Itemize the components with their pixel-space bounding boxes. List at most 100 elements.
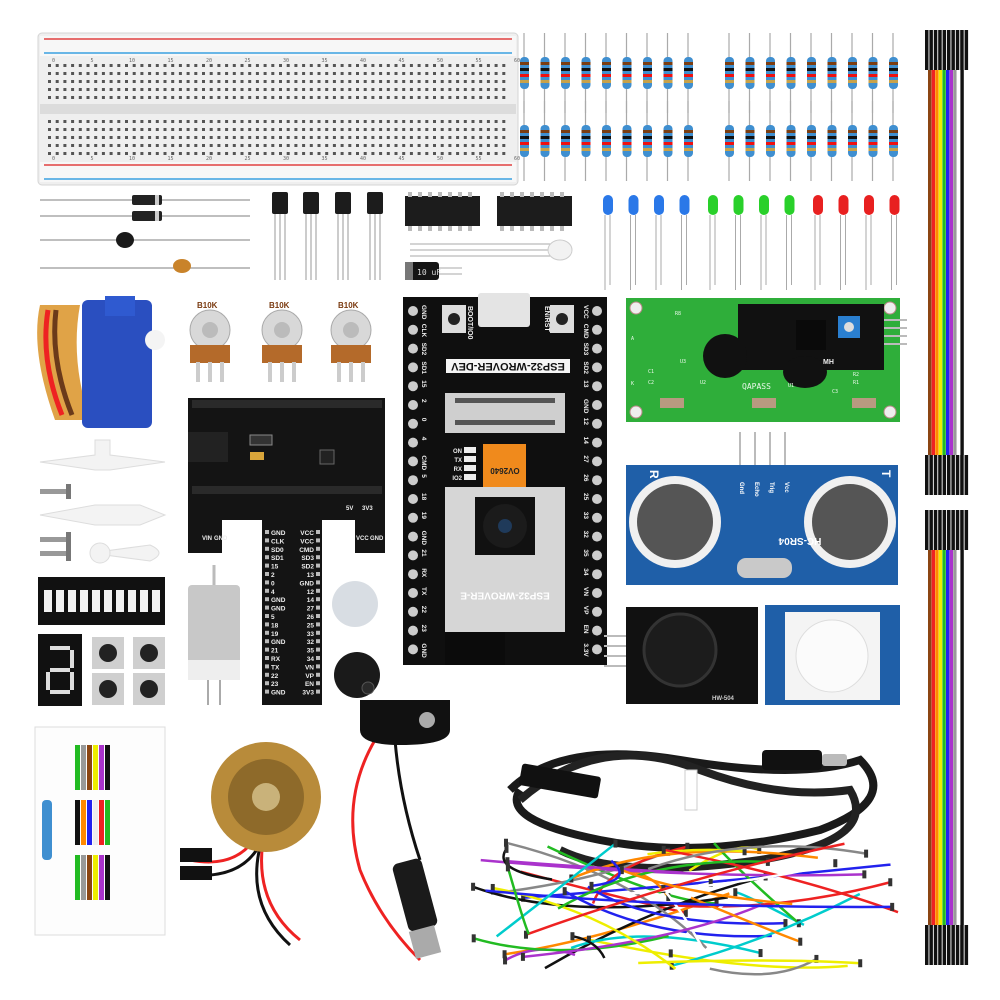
- breadboard-hole: [171, 128, 175, 131]
- color-band: [827, 80, 837, 83]
- ribbon-wire: [946, 550, 950, 925]
- jumper-pin: [668, 949, 673, 958]
- breadboard-hole: [340, 72, 344, 75]
- breadboard-hole: [302, 72, 306, 75]
- color-band: [868, 74, 878, 77]
- resistor-body: [602, 57, 611, 89]
- esp32-pin-label: 34: [582, 568, 589, 576]
- breadboard-hole: [440, 128, 444, 131]
- breadboard-hole: [340, 96, 344, 99]
- camera-ribbon: [483, 444, 526, 494]
- lcd-brand-label: QAPASS: [742, 382, 771, 391]
- color-band: [786, 68, 796, 71]
- color-band: [786, 130, 796, 133]
- resistor: [622, 101, 632, 181]
- esp32-pin-label: 5: [420, 474, 427, 478]
- breadboard-hole: [409, 128, 413, 131]
- jumper-wire: [507, 859, 684, 874]
- shield-label-vin: VIN: [202, 536, 212, 542]
- shield-pin-label: SD3: [301, 555, 314, 562]
- ribbon-wire: [960, 70, 964, 455]
- color-band: [725, 130, 734, 133]
- breadboard-hole: [178, 80, 182, 83]
- breadboard-hole: [356, 96, 359, 99]
- breadboard-hole: [294, 120, 298, 123]
- breadboard-hole: [155, 120, 159, 123]
- breadboard-hole: [240, 96, 244, 99]
- breadboard-hole: [202, 72, 205, 75]
- color-band: [520, 136, 529, 139]
- color-band: [602, 130, 611, 133]
- breadboard-hole: [409, 120, 413, 123]
- breadboard-hole: [286, 88, 290, 91]
- breadboard-hole: [479, 144, 483, 147]
- breadboard-hole: [402, 144, 406, 147]
- color-band: [786, 142, 796, 145]
- breadboard-hole: [279, 152, 282, 155]
- breadboard-hole: [348, 152, 352, 155]
- resistor: [581, 101, 591, 181]
- esp32-wrover-dev-board: BOOT/IO0 EN/RST ESP32-WROVER-DEV OV2640 …: [403, 293, 607, 665]
- jumper-pin: [502, 950, 507, 959]
- breadboard-hole: [502, 72, 506, 75]
- breadboard-hole: [171, 152, 175, 155]
- jumper-wire: [506, 867, 531, 935]
- column-number: 55: [476, 156, 482, 162]
- resistor-body: [827, 125, 837, 157]
- blue-led: [654, 195, 664, 290]
- breadboard-hole: [163, 64, 167, 67]
- breadboard-hole: [148, 64, 152, 67]
- breadboard-hole: [340, 152, 344, 155]
- potentiometer: B10K: [330, 301, 372, 382]
- electrolytic-capacitor: 10 uF: [405, 262, 462, 280]
- resistor: [602, 101, 611, 181]
- column-number: 5: [91, 156, 94, 162]
- breadboard-hole: [132, 64, 136, 67]
- dc-motor: [188, 565, 240, 705]
- esp32-pin-label: 33: [582, 512, 589, 520]
- esp32-pin-label: 21: [420, 549, 427, 557]
- breadboard-hole: [263, 64, 267, 67]
- breadboard-hole: [317, 152, 321, 155]
- breadboard-hole: [425, 144, 429, 147]
- bar-segment: [44, 590, 52, 612]
- breadboard-hole: [255, 80, 259, 83]
- color-band: [827, 130, 837, 133]
- color-band: [745, 142, 755, 145]
- usb-a-plug: [519, 763, 601, 799]
- resistor: [848, 33, 857, 113]
- color-band: [643, 80, 652, 83]
- breadboard-hole: [117, 120, 121, 123]
- resistor-body: [848, 57, 857, 89]
- breadboard-hole: [71, 96, 75, 99]
- breadboard-hole: [94, 144, 98, 147]
- screw: [40, 532, 71, 547]
- ribbon-wire: [949, 550, 953, 925]
- breadboard-hole: [140, 152, 144, 155]
- jumper-wire: [662, 888, 709, 959]
- breadboard-hole: [86, 64, 90, 67]
- jumper-wire: [709, 957, 818, 976]
- breadboard-hole: [417, 88, 421, 91]
- breadboard-hole: [340, 136, 344, 139]
- breadboard-hole: [463, 64, 467, 67]
- resistor: [684, 101, 693, 181]
- color-band: [745, 68, 755, 71]
- breadboard-hole: [348, 96, 352, 99]
- color-band: [520, 62, 529, 65]
- breadboard-hole: [356, 72, 359, 75]
- breadboard-hole: [279, 80, 282, 83]
- esp32-pin-label: GND: [582, 399, 589, 414]
- jumper-wire: [647, 845, 867, 871]
- breadboard-hole: [302, 128, 306, 131]
- breadboard-hole: [332, 88, 336, 91]
- jumper-wire: [671, 892, 861, 967]
- breadboard-hole: [286, 144, 290, 147]
- breadboard-hole: [86, 152, 90, 155]
- breadboard-hole: [171, 88, 175, 91]
- breadboard-hole: [63, 64, 67, 67]
- breadboard-hole: [433, 72, 436, 75]
- color-code-row: [93, 800, 98, 845]
- breadboard-hole: [309, 64, 313, 67]
- color-band: [807, 62, 816, 65]
